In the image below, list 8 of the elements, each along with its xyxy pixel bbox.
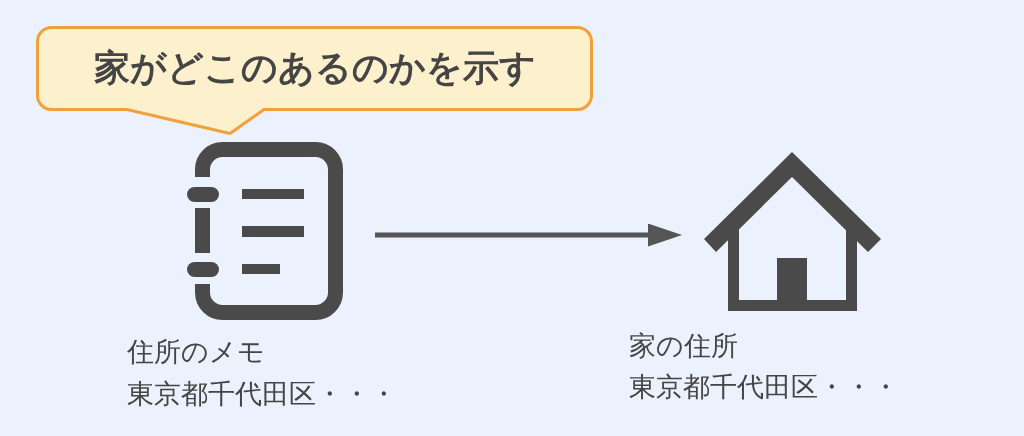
caption-text: 東京都千代田区・・・ xyxy=(127,378,397,410)
notebook-icon xyxy=(187,141,345,320)
caption-text: 家の住所 xyxy=(629,330,738,362)
arrow xyxy=(375,223,682,247)
house-icon xyxy=(703,150,882,312)
caption-text: 東京都千代田区・・・ xyxy=(629,371,899,403)
speech-bubble: 家がどこのあるのかを示す xyxy=(35,25,594,137)
caption-text: 住所のメモ xyxy=(127,336,265,368)
